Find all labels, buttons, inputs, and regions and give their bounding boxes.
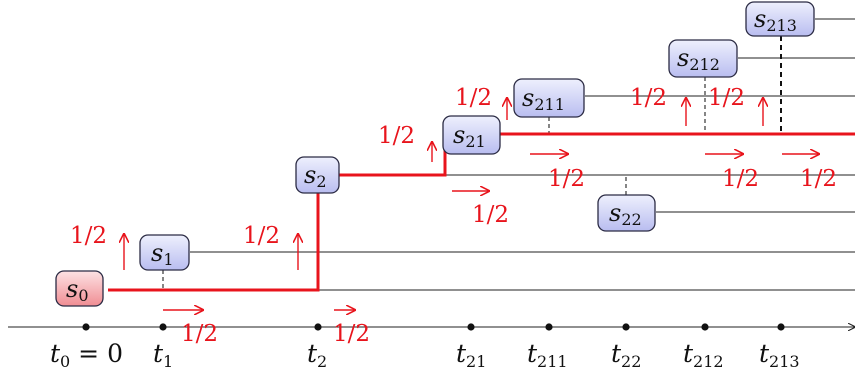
tick-dot-t211 xyxy=(545,323,553,331)
tick-label-t212: t212 xyxy=(683,339,724,371)
svg-text:s211: s211 xyxy=(522,84,565,114)
tick-label-t0: t0 = 0 xyxy=(50,339,123,371)
node-s213: s213 xyxy=(745,1,815,37)
node-s22: s22 xyxy=(597,194,656,232)
svg-text:s22: s22 xyxy=(609,199,642,229)
tick-dot-t1 xyxy=(159,323,167,331)
prob-label-t212-right: 1/2 xyxy=(722,166,759,192)
time-axis: t0 = 0 t1 t2 t21 t211 t22 t212 t213 xyxy=(8,323,855,371)
tick-dot-t212 xyxy=(701,323,709,331)
tick-dot-t22 xyxy=(622,323,630,331)
tick-label-t22: t22 xyxy=(611,339,641,371)
prob-label-t211-right: 1/2 xyxy=(548,166,585,192)
tick-label-t213: t213 xyxy=(759,339,800,371)
node-s21: s21 xyxy=(442,115,501,155)
node-s212: s212 xyxy=(668,39,738,78)
tick-dot-t0 xyxy=(82,323,90,331)
prob-label-t213-right: 1/2 xyxy=(800,166,837,192)
tick-label-t21: t21 xyxy=(456,339,486,371)
prob-label-t212-up: 1/2 xyxy=(630,85,667,111)
tick-dot-t2 xyxy=(314,323,322,331)
node-s2: s2 xyxy=(295,156,340,194)
node-s1: s1 xyxy=(139,234,190,271)
tick-label-t211: t211 xyxy=(527,339,568,371)
svg-text:s212: s212 xyxy=(677,44,720,74)
svg-text:s1: s1 xyxy=(151,239,174,269)
node-s211: s211 xyxy=(513,78,585,118)
prob-label-t21-right: 1/2 xyxy=(472,202,509,228)
node-s0: s0 xyxy=(55,270,104,307)
svg-text:s213: s213 xyxy=(754,5,797,35)
tick-dot-t21 xyxy=(467,323,475,331)
svg-text:s0: s0 xyxy=(66,275,89,305)
svg-text:s2: s2 xyxy=(304,161,327,191)
split-connectors xyxy=(162,36,782,290)
probability-annotations: 1/2 1/2 1/2 1/2 1/2 1/2 1/2 1/2 1/2 1/2 … xyxy=(70,85,837,347)
prob-label-s21-up: 1/2 xyxy=(455,85,492,111)
prob-label-s2-up: 1/2 xyxy=(378,123,415,149)
prob-label-t2-up: 1/2 xyxy=(243,223,280,249)
tick-dot-t213 xyxy=(777,323,785,331)
tick-label-t1: t1 xyxy=(153,339,173,371)
highlighted-path xyxy=(108,132,855,292)
svg-text:s21: s21 xyxy=(453,121,486,151)
prob-label-t1-right: 1/2 xyxy=(181,321,218,347)
prob-label-t2-right: 1/2 xyxy=(333,321,370,347)
tick-label-t2: t2 xyxy=(307,339,327,371)
prob-label-s0-up: 1/2 xyxy=(70,223,107,249)
prob-label-t213-up: 1/2 xyxy=(708,85,745,111)
